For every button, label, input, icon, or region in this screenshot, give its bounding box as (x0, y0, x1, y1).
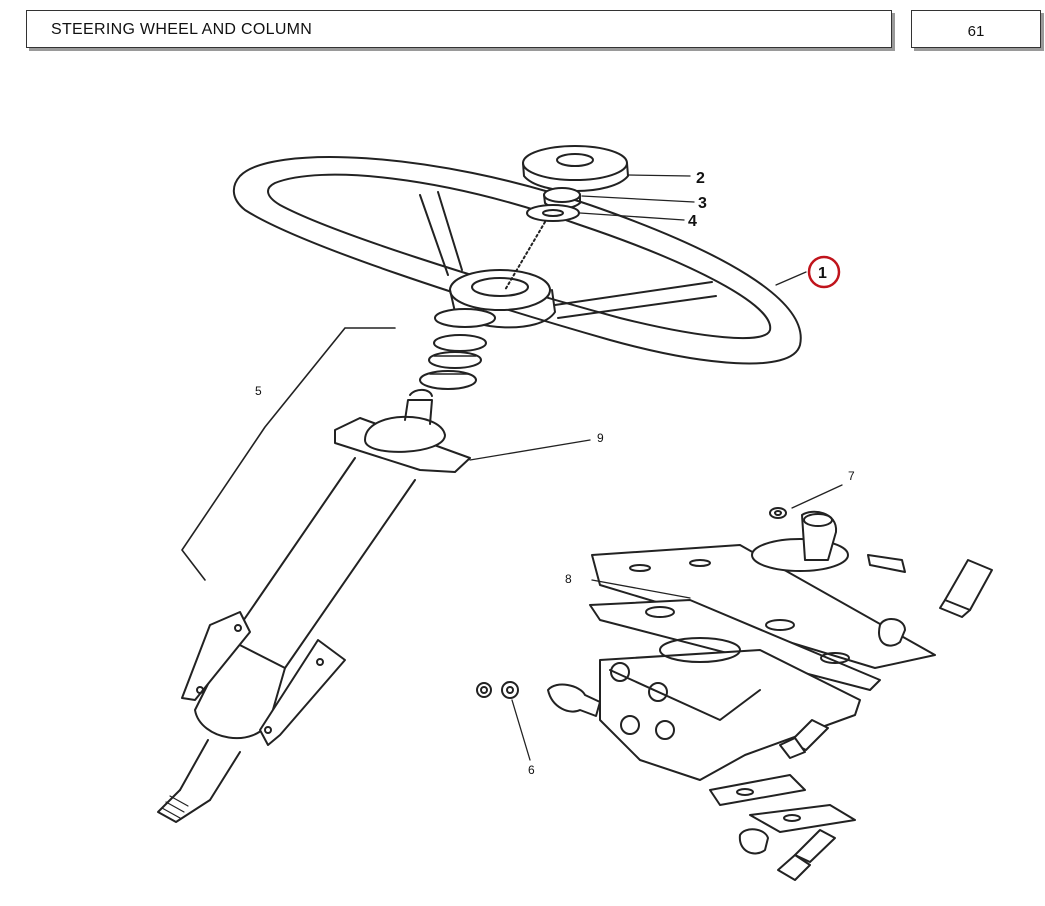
callout-3[interactable]: 3 (698, 195, 707, 212)
page-title: STEERING WHEEL AND COLUMN (51, 21, 313, 38)
leader-lines (469, 174, 843, 761)
steering-column-tube[interactable] (157, 457, 416, 823)
callout-2[interactable]: 2 (696, 170, 705, 187)
washer[interactable] (526, 204, 580, 222)
column-assembly-bracket (181, 327, 396, 581)
callout-9[interactable]: 9 (597, 431, 604, 445)
column-flange[interactable] (334, 388, 471, 473)
page-number: 61 (967, 23, 985, 40)
callout-1[interactable]: 1 (818, 265, 827, 282)
callout-8[interactable]: 8 (565, 572, 572, 586)
callout-6[interactable]: 6 (528, 763, 535, 777)
callout-1-highlight (807, 255, 841, 289)
horn-cap[interactable] (522, 145, 629, 192)
callout-4[interactable]: 4 (688, 213, 697, 230)
small-nut-pair[interactable] (476, 681, 519, 699)
steering-valve-assembly[interactable] (547, 510, 993, 881)
header-page-box: 61 (911, 10, 1041, 48)
callout-5[interactable]: 5 (255, 384, 262, 398)
steering-wheel[interactable] (232, 155, 802, 365)
header-title-box: STEERING WHEEL AND COLUMN (26, 10, 892, 48)
small-nut[interactable] (769, 507, 787, 519)
column-bearing-stack[interactable] (419, 308, 496, 390)
callout-7[interactable]: 7 (848, 469, 855, 483)
